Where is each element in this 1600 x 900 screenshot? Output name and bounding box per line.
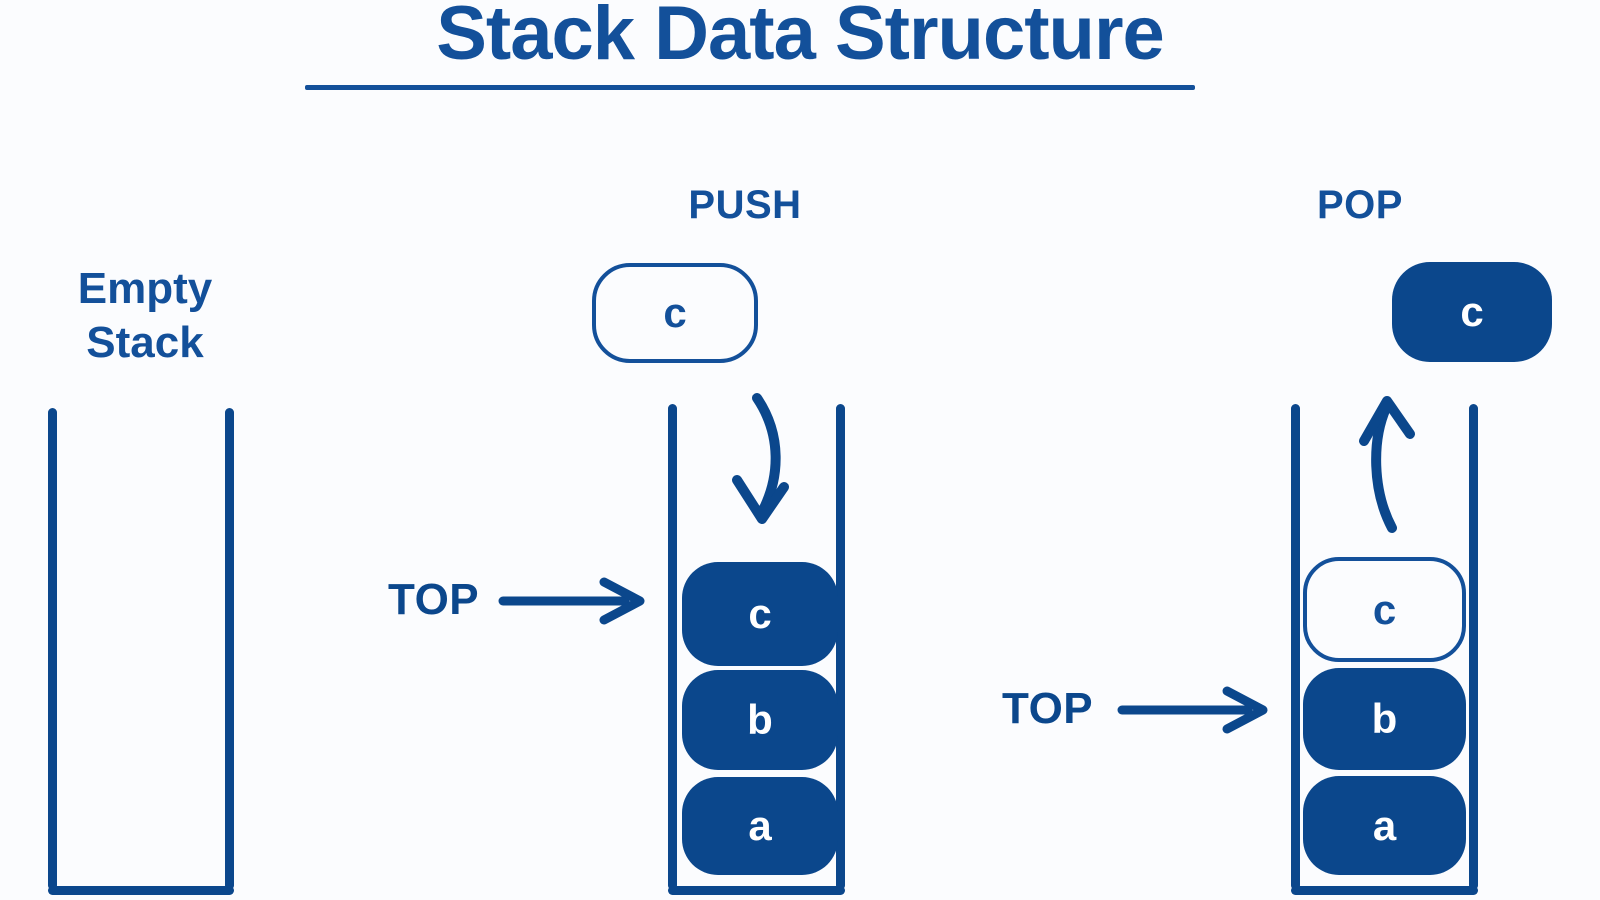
push-stack-container (668, 404, 845, 898)
pop-top-arrow-icon (1117, 686, 1268, 734)
pop-top-pointer-label: TOP (1002, 684, 1094, 733)
stack-wall-right (836, 404, 845, 890)
stack-wall-left (1291, 404, 1300, 890)
title-underline-rule (305, 85, 1195, 90)
stack-item: b (682, 670, 838, 770)
stack-wall-left (48, 408, 57, 890)
empty-stack-label-line2: Stack (86, 317, 204, 367)
pop-heading: POP (1317, 183, 1403, 227)
pop-stack-container (1291, 404, 1478, 898)
stack-item: a (682, 777, 838, 875)
stack-wall-left (668, 404, 677, 890)
stack-floor (48, 886, 234, 895)
push-heading: PUSH (688, 183, 802, 227)
push-top-arrow-icon (498, 577, 645, 625)
stack-item: c (1303, 557, 1466, 662)
stack-floor (1291, 886, 1478, 895)
stack-floor (668, 886, 845, 895)
pop-outgoing-item: c (1392, 262, 1552, 362)
stack-item: c (682, 562, 838, 666)
stack-wall-right (1469, 404, 1478, 890)
empty-stack-label-line1: Empty (77, 264, 213, 313)
empty-stack-container (48, 408, 234, 898)
page-title: Stack Data Structure (436, 0, 1165, 76)
push-top-pointer-label: TOP (388, 575, 480, 624)
push-incoming-item: c (592, 263, 758, 363)
stack-item: a (1303, 776, 1466, 875)
stack-item: b (1303, 668, 1466, 770)
empty-stack-label: Empty Stack (20, 262, 270, 369)
stack-wall-right (225, 408, 234, 890)
